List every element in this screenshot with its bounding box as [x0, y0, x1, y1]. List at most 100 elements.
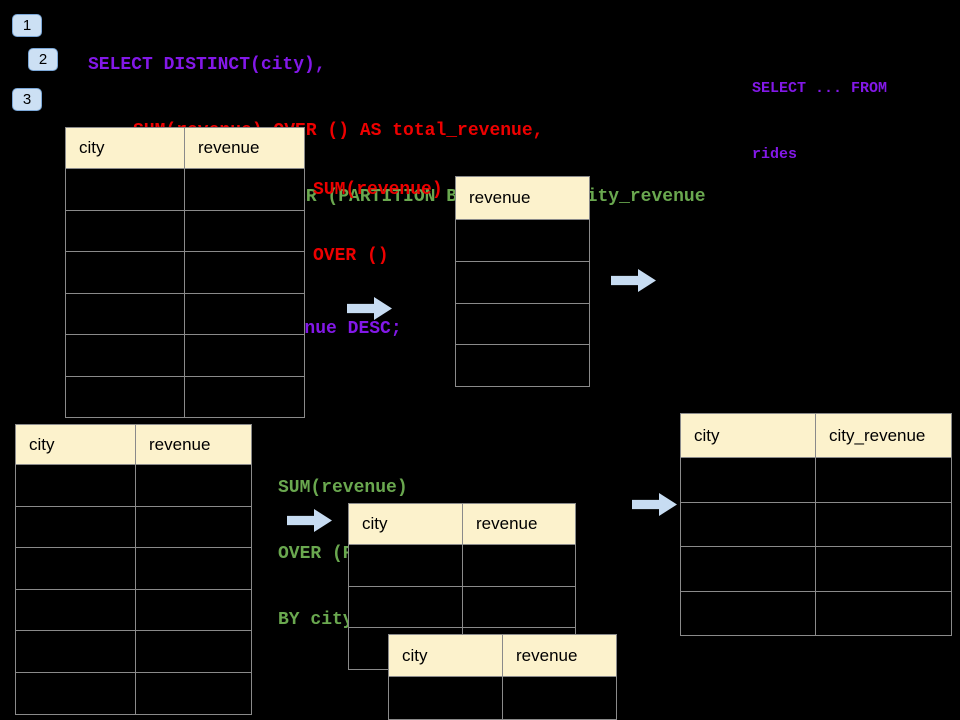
table-cell [681, 502, 816, 546]
table-cell [185, 335, 304, 376]
annotation-sum-over-all: SUM(revenue) OVER () [313, 135, 443, 289]
column-header-city: city [349, 504, 463, 544]
table-partition-overlap: city revenue [388, 634, 617, 720]
table-row [66, 168, 304, 210]
column-header-city: city [681, 414, 816, 457]
table-row [16, 547, 251, 589]
table-cell [185, 169, 304, 210]
sql-line-select: SELECT DISTINCT(city), [88, 55, 326, 75]
table-cell [16, 672, 136, 714]
table-cell [16, 465, 136, 506]
table-cell [456, 345, 589, 386]
column-header-city: city [66, 128, 185, 168]
table-cell [681, 547, 816, 591]
table-header-row: city revenue [66, 128, 304, 168]
table-row [681, 546, 951, 591]
step-badge-2-label: 2 [38, 51, 48, 68]
table-cell [816, 458, 951, 502]
table-cell [66, 293, 185, 334]
table-cell [456, 304, 589, 345]
table-row [456, 260, 589, 303]
column-header-city: city [16, 425, 136, 464]
annotation-partition-line-1: SUM(revenue) [278, 478, 408, 498]
table-cell [136, 673, 251, 714]
table-row [456, 344, 589, 386]
step-badge-2: 2 [28, 48, 58, 71]
column-header-revenue: revenue [149, 434, 211, 454]
table-cell [16, 589, 136, 631]
table-cell [66, 376, 185, 417]
table-row [16, 505, 251, 548]
table-cell [136, 507, 251, 548]
table-row [389, 676, 616, 719]
table-city-revenue-result: city city_revenue [680, 413, 952, 636]
table-header-row: city revenue [16, 425, 251, 464]
table-cell [456, 220, 589, 261]
table-row [349, 585, 575, 628]
table-row [66, 292, 304, 335]
table-cell [66, 169, 185, 210]
table-row [456, 302, 589, 345]
table-row [681, 501, 951, 547]
table-cell [503, 677, 616, 719]
table-row [16, 630, 251, 672]
table-row [681, 457, 951, 502]
side-note-line-2: rides [752, 146, 798, 163]
table-cell [349, 545, 463, 586]
table-cell [16, 548, 136, 589]
table-row [66, 209, 304, 252]
table-row [681, 590, 951, 636]
annotation-total-line-1: SUM(revenue) [313, 180, 443, 200]
table-row [16, 671, 251, 714]
table-cell [681, 458, 816, 502]
table-cell [185, 211, 304, 252]
table-cell [463, 587, 575, 628]
table-row [16, 588, 251, 631]
table-cell [136, 548, 251, 589]
annotation-total-line-2: OVER () [313, 246, 389, 266]
table-cell [816, 503, 951, 547]
table-cell [16, 631, 136, 672]
step-badge-3: 3 [12, 88, 42, 111]
side-note-line-1: SELECT ... FROM [752, 80, 888, 97]
table-cell [185, 294, 304, 335]
column-header-city-revenue: city_revenue [829, 425, 926, 445]
table-cell [66, 252, 185, 293]
table-cell [185, 252, 304, 293]
table-cell [816, 592, 951, 636]
table-cell [136, 631, 251, 672]
table-header-row: city city_revenue [681, 414, 951, 457]
table-header-row: revenue [456, 177, 589, 219]
step-badge-1-label: 1 [22, 17, 32, 34]
table-row [16, 464, 251, 506]
table-cell [16, 506, 136, 548]
table-cell [349, 586, 463, 627]
table-cell [816, 547, 951, 591]
table-row [66, 375, 304, 418]
table-header-row: city revenue [389, 635, 616, 676]
step-badge-3-label: 3 [22, 91, 32, 108]
column-header-revenue: revenue [516, 645, 578, 665]
table-cell [66, 210, 185, 251]
table-total-revenue-result: revenue [455, 176, 590, 388]
table-cell [136, 465, 251, 506]
column-header-revenue: revenue [476, 514, 538, 533]
table-row [349, 544, 575, 586]
table-cell [66, 335, 185, 376]
column-header-revenue: revenue [469, 188, 531, 207]
column-header-city: city [389, 635, 503, 676]
table-header-row: city revenue [349, 504, 575, 544]
table-cell [463, 545, 575, 586]
table-source-rides-top: city revenue [65, 127, 305, 418]
table-row [66, 251, 304, 293]
table-cell [681, 591, 816, 635]
table-row [66, 334, 304, 376]
table-source-rides-bottom: city revenue [15, 424, 252, 715]
side-note-select-from-rides: SELECT ... FROM rides [752, 34, 887, 188]
table-cell [456, 262, 589, 303]
table-row [456, 219, 589, 261]
right-arrow-icon [632, 493, 677, 516]
table-cell [136, 590, 251, 631]
step-badge-1: 1 [12, 14, 42, 37]
table-cell [185, 377, 304, 418]
